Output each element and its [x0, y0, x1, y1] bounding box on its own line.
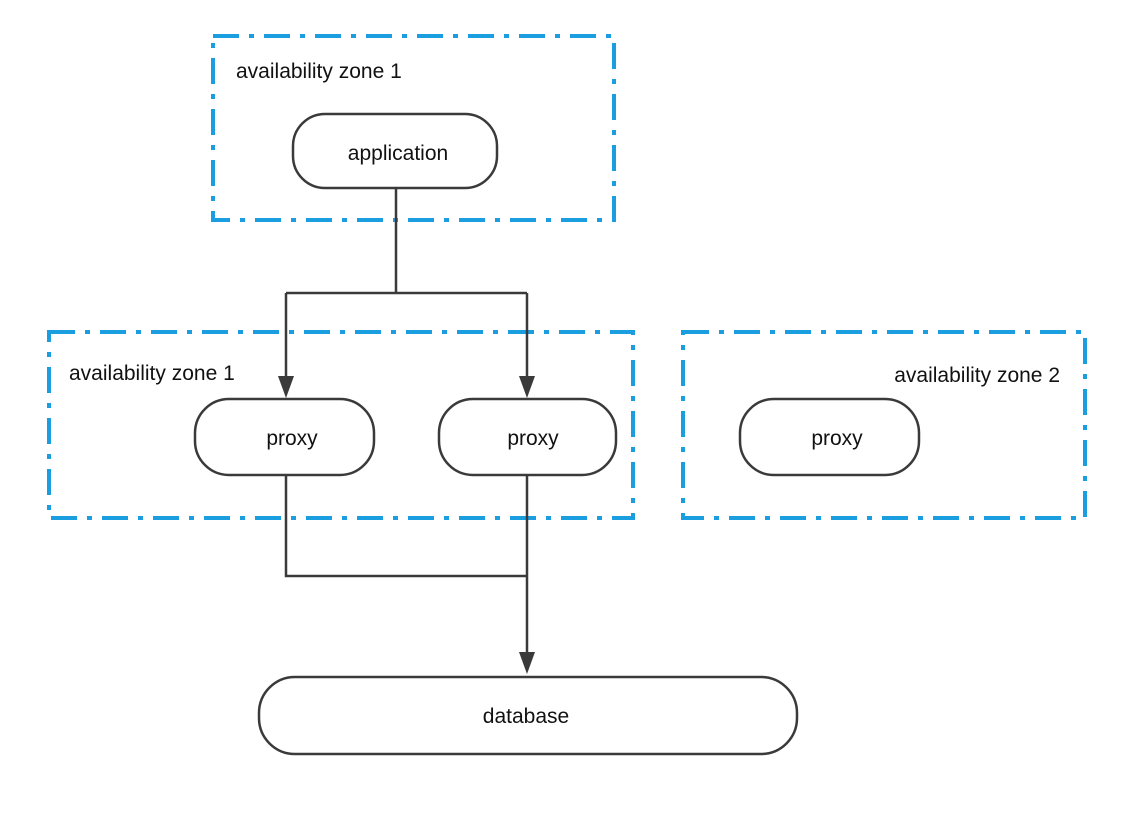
node-application-label: application	[348, 142, 448, 165]
zone-mid-right-border	[681, 330, 1087, 520]
arrowhead-database	[519, 652, 535, 674]
node-proxy-3: proxy	[738, 397, 921, 477]
node-proxy-1-box	[193, 397, 376, 477]
zone-mid-left-border	[47, 330, 635, 520]
node-application: application	[291, 112, 499, 190]
node-database-label: database	[483, 705, 569, 728]
zone-top-border	[211, 34, 616, 222]
node-application-box	[291, 112, 499, 190]
zone-top: availability zone 1	[211, 34, 616, 222]
edge-application-to-proxies	[284, 188, 529, 378]
arrowhead-proxy-1	[278, 376, 294, 398]
edge-proxies-to-database	[284, 476, 529, 654]
node-database-box	[257, 675, 799, 756]
node-database: database	[257, 675, 799, 756]
node-proxy-2-box	[437, 397, 618, 477]
node-proxy-1-label: proxy	[266, 427, 318, 450]
zone-top-label: availability zone 1	[236, 60, 402, 83]
arrowhead-proxy-2	[519, 376, 535, 398]
zone-mid-left: availability zone 1	[47, 330, 635, 520]
node-proxy-3-label: proxy	[811, 427, 863, 450]
edges	[278, 188, 535, 674]
node-proxy-2-label: proxy	[507, 427, 559, 450]
zone-mid-right-label: availability zone 2	[894, 364, 1060, 387]
node-proxy-3-box	[738, 397, 921, 477]
zone-mid-left-label: availability zone 1	[69, 362, 235, 385]
node-proxy-2: proxy	[437, 397, 618, 477]
zone-mid-right: availability zone 2	[681, 330, 1087, 520]
node-proxy-1: proxy	[193, 397, 376, 477]
